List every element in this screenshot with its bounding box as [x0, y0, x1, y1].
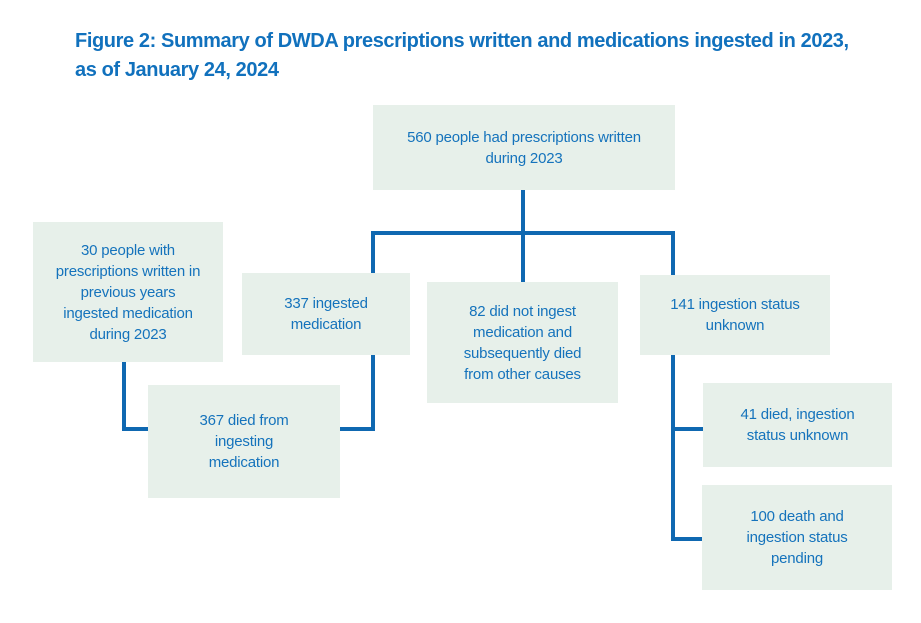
connector-to-did-not-ingest	[521, 231, 525, 284]
connector-to-died-status-unknown	[671, 427, 705, 431]
node-died-status-unknown: 41 died, ingestion status unknown	[703, 383, 892, 467]
node-death-ingestion-pending: 100 death and ingestion status pending	[702, 485, 892, 590]
connector-previous-years-to-died	[122, 427, 150, 431]
figure-title-line-1: Figure 2: Summary of DWDA prescriptions …	[75, 30, 849, 52]
connector-ingested-down	[371, 355, 375, 431]
figure-title: Figure 2: Summary of DWDA prescriptions …	[75, 27, 875, 85]
node-label: 100 death and ingestion status pending	[746, 508, 848, 567]
node-prescriptions-written-2023: 560 people had prescriptions written dur…	[373, 105, 675, 190]
node-did-not-ingest: 82 did not ingest medication and subsequ…	[427, 282, 618, 403]
node-previous-years-ingested: 30 people with prescriptions written in …	[33, 222, 223, 362]
connector-to-ingestion-unknown	[671, 231, 675, 277]
node-died-from-ingesting: 367 died from ingesting medication	[148, 385, 340, 498]
connector-ingested-to-died	[339, 427, 375, 431]
figure-title-line-2: as of January 24, 2024	[75, 59, 279, 81]
node-label: 337 ingested medication	[284, 295, 368, 333]
connector-to-death-pending	[671, 537, 704, 541]
node-ingestion-status-unknown: 141 ingestion status unknown	[640, 275, 830, 355]
connector-to-ingested	[371, 231, 375, 275]
connector-previous-years-down	[122, 361, 126, 431]
connector-root-stub	[521, 189, 525, 232]
node-ingested-medication: 337 ingested medication	[242, 273, 410, 355]
node-label: 41 died, ingestion status unknown	[740, 406, 855, 444]
node-label: 367 died from ingesting medication	[199, 412, 289, 471]
connector-unknown-down	[671, 355, 675, 541]
node-label: 560 people had prescriptions written dur…	[407, 128, 641, 167]
node-label: 82 did not ingest medication and subsequ…	[463, 302, 582, 383]
node-label: 30 people with prescriptions written in …	[55, 241, 201, 343]
node-label: 141 ingestion status unknown	[670, 296, 800, 334]
